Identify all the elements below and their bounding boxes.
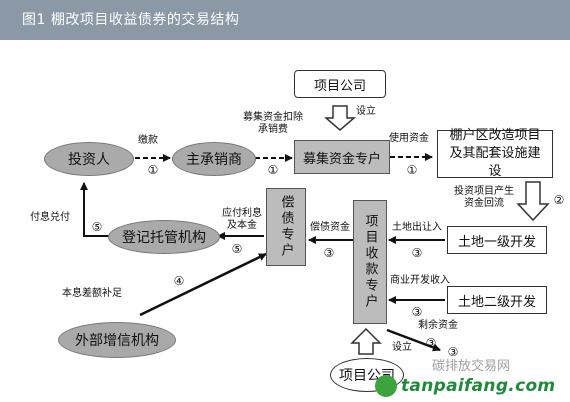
node-external-credit: 外部增信机构 bbox=[58, 322, 176, 358]
node-land-secondary: 土地二级开发 bbox=[447, 286, 547, 314]
watermark-leaf-icon bbox=[375, 375, 397, 397]
arrow-credit-to-repayment bbox=[139, 252, 267, 317]
marker-step3-land2: ③ bbox=[411, 305, 423, 319]
node-registry-custody: 登记托管机构 bbox=[108, 220, 220, 254]
label-shortfall: 本息差额补足 bbox=[62, 288, 122, 299]
node-fund-account-label: 募集资金专户 bbox=[302, 151, 381, 167]
label-remaining-funds: 剩余资金 bbox=[418, 320, 458, 331]
marker-step5-a: ⑤ bbox=[91, 220, 103, 234]
label-subscription: 缴款 bbox=[138, 135, 158, 146]
marker-step3-land1: ③ bbox=[411, 246, 423, 260]
marker-step1-c: ① bbox=[406, 163, 418, 177]
node-project-income-account: 项目收款专户 bbox=[353, 200, 387, 324]
label-use-funds: 使用资金 bbox=[389, 133, 429, 144]
node-repayment-account-label: 偿债专户 bbox=[278, 195, 294, 259]
node-land-primary: 土地一级开发 bbox=[447, 226, 547, 254]
node-investor: 投资人 bbox=[44, 142, 134, 176]
marker-step3-debt: ③ bbox=[323, 246, 335, 260]
marker-step3-remaining: ③ bbox=[425, 336, 437, 350]
node-investor-label: 投资人 bbox=[68, 152, 110, 168]
label-fundraise-deduct: 募集资金扣除承销费 bbox=[243, 112, 303, 135]
figure-title-bar: 图1 棚改项目收益债券的交易结构 bbox=[0, 0, 570, 40]
node-fund-account: 募集资金专户 bbox=[294, 140, 390, 174]
node-land-secondary-label: 土地二级开发 bbox=[457, 294, 536, 310]
label-establish-bottom: 设立 bbox=[392, 342, 412, 353]
node-project-income-account-label: 项目收款专户 bbox=[362, 214, 378, 310]
node-project-company-top: 项目公司 bbox=[294, 70, 386, 98]
node-lead-underwriter: 主承销商 bbox=[172, 142, 256, 176]
watermark-ghost-text: 碳排放交易网 bbox=[432, 359, 511, 374]
node-project-company-bottom: 项目公司 bbox=[330, 358, 404, 392]
node-registry-custody-label: 登记托管机构 bbox=[122, 230, 206, 246]
label-commercial-income: 商业开发收入 bbox=[390, 275, 450, 286]
marker-step5-b: ⑤ bbox=[231, 242, 243, 256]
label-project-return: 投资项目产生资金回流 bbox=[454, 186, 514, 209]
marker-step3-bottom: ③ bbox=[447, 345, 459, 359]
figure-title: 图1 棚改项目收益债券的交易结构 bbox=[22, 12, 240, 28]
marker-step2: ② bbox=[553, 193, 565, 207]
label-establish-top: 设立 bbox=[356, 106, 376, 117]
node-shantytown-project: 棚户区改造项目及其配套设施建设 bbox=[437, 128, 553, 179]
marker-step1-b: ① bbox=[267, 163, 279, 177]
label-debt-funds: 偿债资金 bbox=[310, 222, 350, 233]
label-land-transfer: 土地出让入 bbox=[392, 222, 442, 233]
hollow-arrow-company-to-income bbox=[350, 327, 382, 355]
marker-step1-a: ① bbox=[147, 163, 159, 177]
watermark-brand: tanpaifang.com bbox=[401, 376, 556, 396]
hollow-arrow-company-to-fund bbox=[323, 105, 357, 131]
node-shantytown-project-label: 棚户区改造项目及其配套设施建设 bbox=[449, 128, 541, 179]
label-interest-payment: 付息兑付 bbox=[30, 212, 70, 223]
hollow-arrow-project-to-land bbox=[516, 181, 550, 222]
node-external-credit-label: 外部增信机构 bbox=[75, 333, 159, 349]
marker-step4: ④ bbox=[173, 274, 185, 288]
node-lead-underwriter-label: 主承销商 bbox=[186, 152, 242, 168]
label-principal-interest: 应付利息及本金 bbox=[222, 208, 262, 231]
node-project-company-top-label: 项目公司 bbox=[313, 78, 366, 94]
node-repayment-account: 偿债专户 bbox=[266, 188, 306, 266]
node-land-primary-label: 土地一级开发 bbox=[457, 234, 536, 250]
arrow-income-to-remaining bbox=[386, 328, 441, 352]
